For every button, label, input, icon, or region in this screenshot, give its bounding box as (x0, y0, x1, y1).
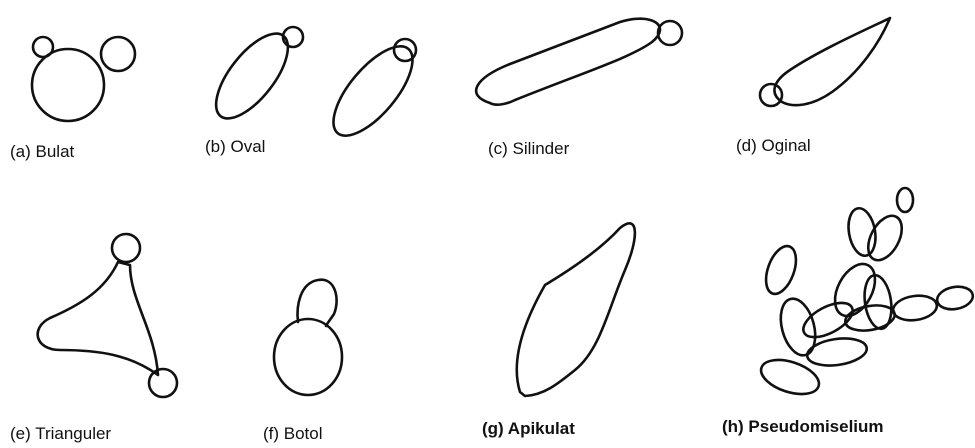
label-oval: (b) Oval (205, 138, 265, 155)
label-bulat: (a) Bulat (10, 143, 74, 160)
shape-oval (203, 22, 426, 148)
label-oginal: (d) Oginal (736, 137, 811, 154)
shape-silinder (476, 19, 682, 105)
shape-bulat (32, 37, 135, 121)
shape-botol (274, 280, 342, 395)
shape-pseudomiselium (757, 188, 975, 401)
label-apikulat: (g) Apikulat (482, 420, 575, 437)
shape-apikulat (517, 223, 635, 396)
label-silinder: (c) Silinder (488, 140, 569, 157)
label-botol: (f) Botol (263, 425, 323, 442)
label-trianguler: (e) Trianguler (10, 425, 111, 442)
shape-oginal (760, 18, 890, 106)
shape-trianguler (38, 234, 177, 397)
label-pseudomiselium: (h) Pseudomiselium (722, 418, 884, 435)
